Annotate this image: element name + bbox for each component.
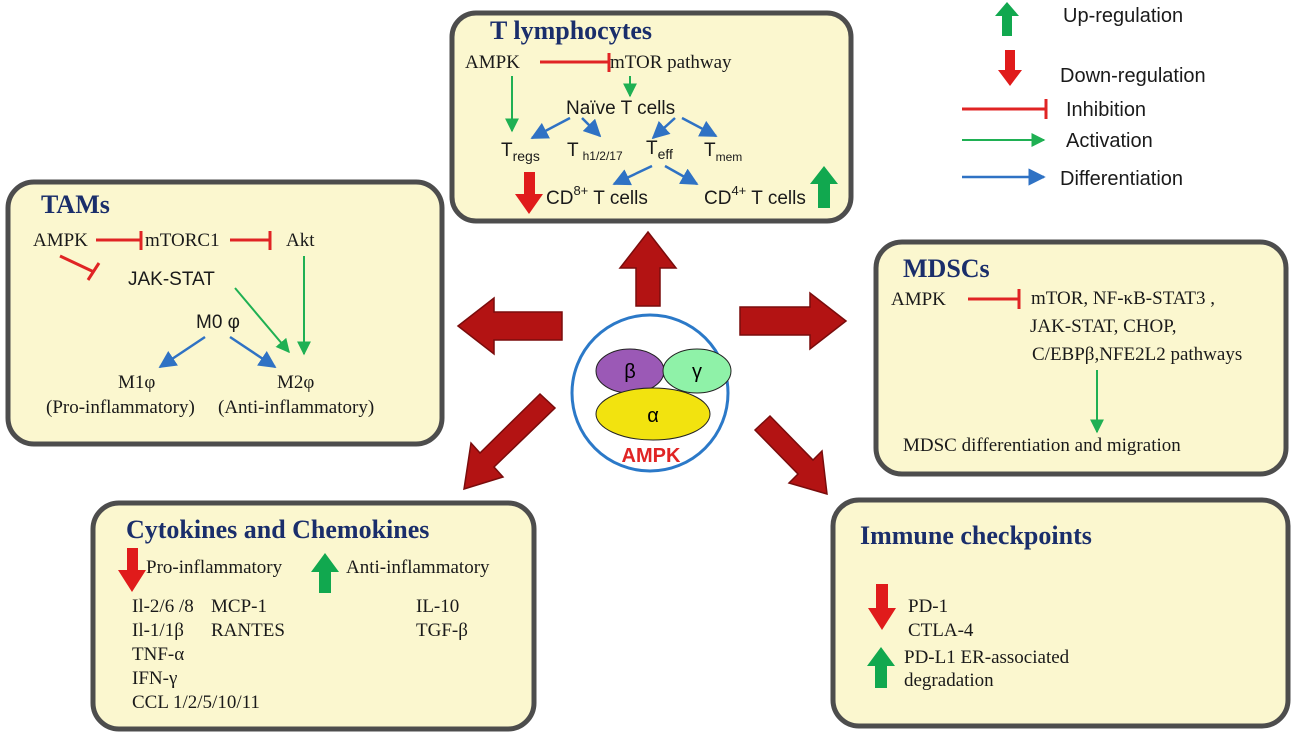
arrow-to-checkpoints [753,414,828,496]
cytokines-panel: Cytokines and Chemokines Pro-inflammator… [90,500,537,732]
alpha-subunit [595,387,711,441]
t-diff-cd8 [612,164,653,186]
mdscs-ampk: AMPK [891,289,946,310]
cytokines-anti: Anti-inflammatory [346,557,490,578]
gamma-label: γ [692,361,702,383]
checkpoints-title: Immune checkpoints [860,521,1092,550]
tams-inh-jak-bar [86,262,101,281]
arrow-to-tams [456,296,563,356]
anti-up-icon [311,553,339,593]
tams-m2: M2φ [277,372,314,393]
legend-differentiation-label: Differentiation [1060,168,1183,190]
t-cd8-cells: CD8+T cells [546,183,648,209]
mdscs-line3: C/EBPβ,NFE2L2 pathways [1032,344,1242,365]
pro-item-4: IFN-γ [132,668,177,689]
pro-item-6: MCP-1 [211,596,267,617]
down-regulation-icon [998,50,1022,86]
tams-ampk: AMPK [33,230,88,251]
pro-item-3: TNF-α [132,644,184,665]
checkpoints-panel: Immune checkpoints PD-1 CTLA-4 PD-L1 ER-… [830,497,1291,729]
mdscs-result: MDSC differentiation and migration [903,435,1181,456]
t-diff-tregs [530,116,571,140]
anti-item-2: TGF-β [416,620,468,641]
tams-jak-activation [234,287,290,354]
inhibition-icon [962,99,1048,119]
cytokines-title: Cytokines and Chemokines [126,515,429,544]
t-naive: Naïve T cells [566,98,675,119]
t-teff: Teff [646,138,673,162]
pro-item-2: Il-1/1β [132,620,184,641]
t-diff-th [581,117,602,138]
tams-title: TAMs [41,190,110,219]
t-diff-tmem [681,116,718,138]
t-cd4-cells: CD4+T cells [704,183,806,209]
pro-item-1: Il-2/6 /8 [132,596,194,617]
tams-panel: TAMs AMPK mTORC1 Akt JAK-STAT M0 φ M1φ (… [5,179,445,447]
t-tmem: Tmem [704,140,742,164]
tams-diff-m1 [158,335,206,369]
t-mtor: mTOR pathway [610,52,732,73]
tams-m1-desc: (Pro-inflammatory) [46,397,195,418]
ampk-center: β γ α AMPK [570,313,732,473]
pro-down-icon [118,548,146,592]
checkpoint-down-icon [868,584,896,630]
cd4-up-icon [810,166,838,208]
t-lymphocytes-title: T lymphocytes [490,16,652,45]
checkpoint-ctla4: CTLA-4 [908,620,974,641]
cytokines-pro: Pro-inflammatory [146,557,283,578]
mdscs-title: MDSCs [903,254,990,283]
tams-m1: M1φ [118,372,155,393]
legend-inhibition-label: Inhibition [1066,99,1146,121]
t-diff-cd4 [664,164,699,186]
tams-akt: Akt [286,230,315,251]
mdscs-line2: JAK-STAT, CHOP, [1030,316,1176,337]
tams-jakstat: JAK-STAT [128,269,215,290]
arrow-to-cytokines [463,392,557,491]
t-lymphocytes-panel: T lymphocytes AMPK mTOR pathway Naïve T … [449,10,854,224]
cd8-down-icon [515,172,543,214]
ampk-label: AMPK [622,445,681,467]
tams-inh-jak-line [59,254,95,274]
checkpoint-pdl1: PD-L1 ER-associated [904,647,1070,668]
t-diff-teff [651,117,676,140]
arrow-to-t-lymphocytes [618,230,678,307]
legend-up-label: Up-regulation [1063,5,1183,27]
mdscs-panel: MDSCs AMPK mTOR, NF-κB-STAT3 , JAK-STAT,… [873,239,1289,477]
big-arrows [456,230,848,496]
t-ampk: AMPK [465,52,520,73]
checkpoint-pd1: PD-1 [908,596,948,617]
up-regulation-icon [995,2,1019,36]
checkpoint-up-icon [867,647,895,688]
pro-item-5: CCL 1/2/5/10/11 [132,692,260,713]
arrow-to-mdscs [739,291,848,351]
gamma-subunit [662,348,732,394]
checkpoint-degradation: degradation [904,670,994,691]
mdscs-line1: mTOR, NF-κB-STAT3 , [1031,288,1215,309]
tams-mtorc1: mTORC1 [145,230,220,251]
t-tregs: Tregs [501,140,540,164]
legend-activation-label: Activation [1066,130,1153,152]
tams-m0: M0 φ [196,312,240,333]
beta-label: β [624,361,636,383]
pro-item-7: RANTES [211,620,285,641]
legend: Up-regulation Down-regulation Inhibition… [962,2,1206,190]
tams-m2-desc: (Anti-inflammatory) [218,397,374,418]
alpha-label: α [647,405,659,427]
anti-item-1: IL-10 [416,596,459,617]
tams-diff-m2 [229,335,277,369]
legend-down-label: Down-regulation [1060,65,1206,87]
